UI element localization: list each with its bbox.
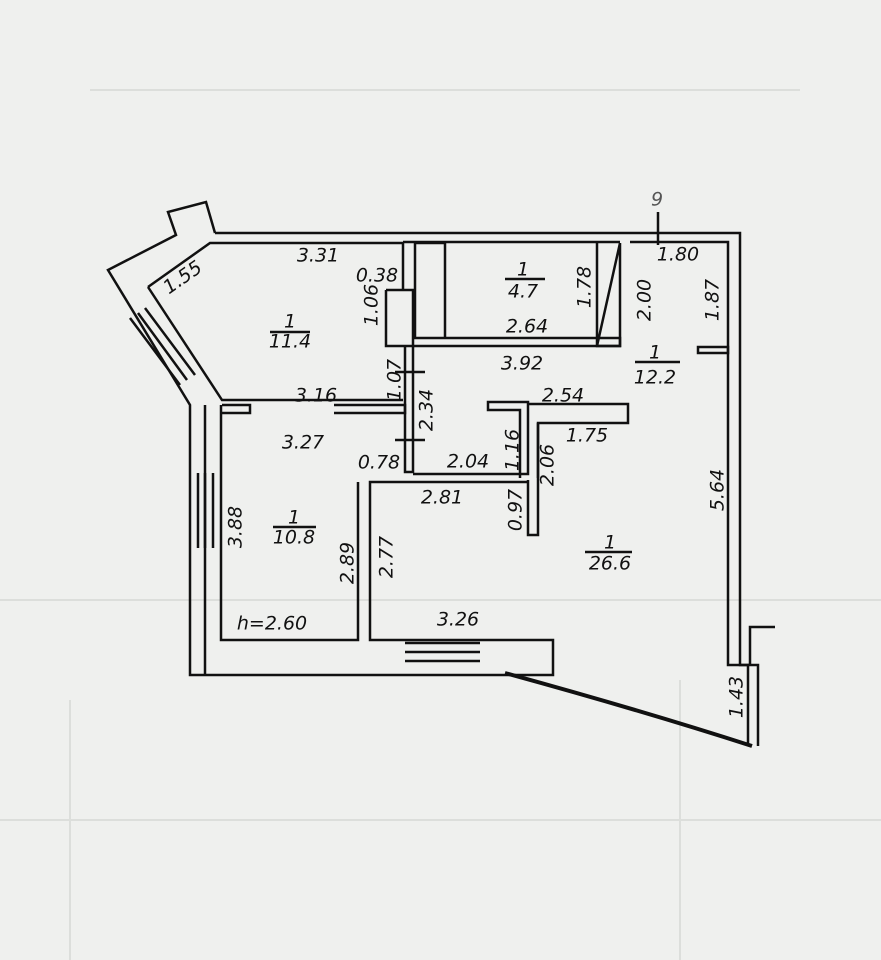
dimension: 0.97 xyxy=(505,489,527,531)
dimension: 2.81 xyxy=(421,487,463,509)
dimension: 1.78 xyxy=(574,266,596,308)
svg-text:12.2: 12.2 xyxy=(634,367,676,389)
dimension: 0.38 xyxy=(356,265,398,287)
room-label: 1 10.8 xyxy=(273,507,316,549)
room-label: 1 26.6 xyxy=(585,532,632,575)
dimension: 0.78 xyxy=(358,452,400,474)
dimension: 3.27 xyxy=(282,432,324,454)
ceiling-height: h=2.60 xyxy=(237,613,307,635)
svg-text:1: 1 xyxy=(284,311,296,333)
dimension: 2.77 xyxy=(376,536,398,578)
dimension: 3.92 xyxy=(501,353,543,375)
dimension: 2.06 xyxy=(537,444,559,486)
dimension: 2.54 xyxy=(542,385,584,407)
svg-text:26.6: 26.6 xyxy=(589,553,631,575)
svg-text:4.7: 4.7 xyxy=(508,281,538,303)
dimension: 1.07 xyxy=(384,359,406,401)
dimension: 2.89 xyxy=(337,542,359,584)
dimension: 1.06 xyxy=(361,284,383,326)
svg-text:1: 1 xyxy=(649,342,661,364)
svg-text:11.4: 11.4 xyxy=(269,331,311,353)
dimension: 1.75 xyxy=(566,425,608,447)
svg-text:1: 1 xyxy=(517,259,529,281)
dimension: 3.16 xyxy=(295,385,337,407)
svg-text:1: 1 xyxy=(604,532,616,554)
outer-walls xyxy=(106,200,775,748)
dimension: 2.04 xyxy=(447,451,489,473)
dimension: 2.64 xyxy=(506,316,548,338)
background-bleed xyxy=(0,89,881,960)
room-label: 1 12.2 xyxy=(634,342,680,389)
svg-text:10.8: 10.8 xyxy=(273,527,315,549)
dimension: 3.88 xyxy=(225,506,247,548)
svg-text:1: 1 xyxy=(288,507,300,529)
axis-label: 9 xyxy=(651,189,663,211)
room-label: 1 4.7 xyxy=(505,259,545,303)
dimension: 1.43 xyxy=(726,676,748,718)
dimension: 5.64 xyxy=(707,469,729,511)
dimension: 3.26 xyxy=(437,609,479,631)
dimension: 3.31 xyxy=(297,245,339,267)
room-label: 1 11.4 xyxy=(269,311,311,353)
dimension: 1.87 xyxy=(702,279,724,321)
dimension: 1.16 xyxy=(502,429,524,471)
dimension: 1.80 xyxy=(657,244,699,266)
dimension: 2.00 xyxy=(634,279,656,321)
dimension: 2.34 xyxy=(416,389,438,431)
